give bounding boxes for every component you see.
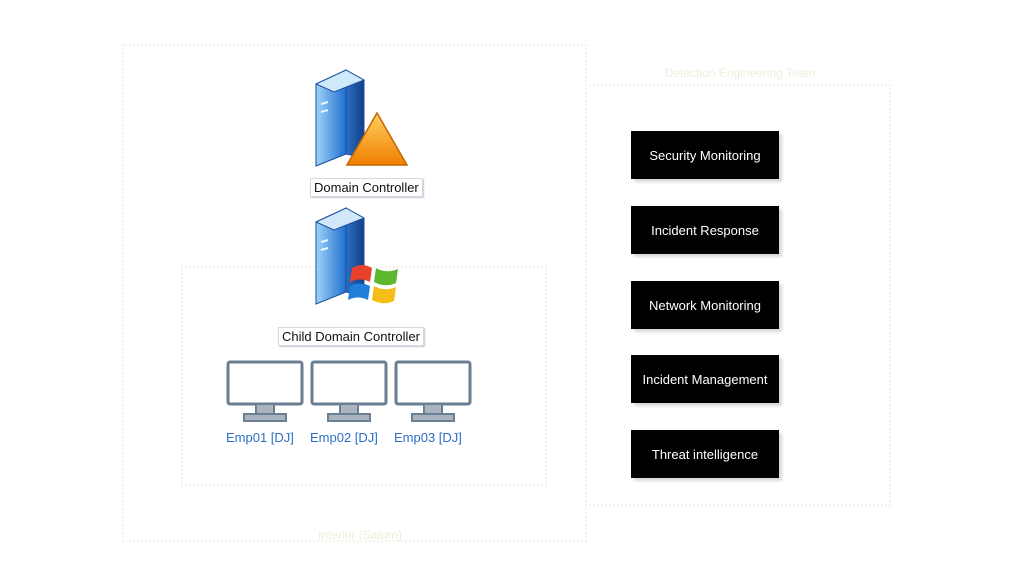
windows-logo-icon xyxy=(348,265,398,304)
child-domain-controller-label: Child Domain Controller xyxy=(278,327,424,346)
workstation-emp03-label: Emp03 [DJ] xyxy=(394,430,462,445)
monitor-icon xyxy=(310,360,388,422)
network-monitoring-box[interactable]: Network Monitoring xyxy=(631,281,779,329)
incident-management-box[interactable]: Incident Management xyxy=(631,355,779,403)
workstation-emp02[interactable] xyxy=(310,360,388,424)
monitor-icon xyxy=(226,360,304,422)
detection-team-zone xyxy=(585,84,891,506)
interior-zone-title: Interior (Saturn) xyxy=(317,528,403,542)
incident-response-box[interactable]: Incident Response xyxy=(631,206,779,254)
workstation-emp01[interactable] xyxy=(226,360,304,424)
workstation-emp01-label: Emp01 [DJ] xyxy=(226,430,294,445)
warning-triangle-icon xyxy=(345,111,409,166)
workstation-emp03[interactable] xyxy=(394,360,472,424)
monitor-icon xyxy=(394,360,472,422)
child-domain-controller-node[interactable] xyxy=(308,204,408,308)
domain-controller-label: Domain Controller xyxy=(310,178,423,197)
workstation-emp02-label: Emp02 [DJ] xyxy=(310,430,378,445)
security-monitoring-box[interactable]: Security Monitoring xyxy=(631,131,779,179)
domain-controller-node[interactable] xyxy=(308,66,409,170)
server-tower-icon xyxy=(314,69,366,167)
detection-team-title: Detection Engineering Team xyxy=(664,66,816,80)
threat-intelligence-box[interactable]: Threat intelligence xyxy=(631,430,779,478)
